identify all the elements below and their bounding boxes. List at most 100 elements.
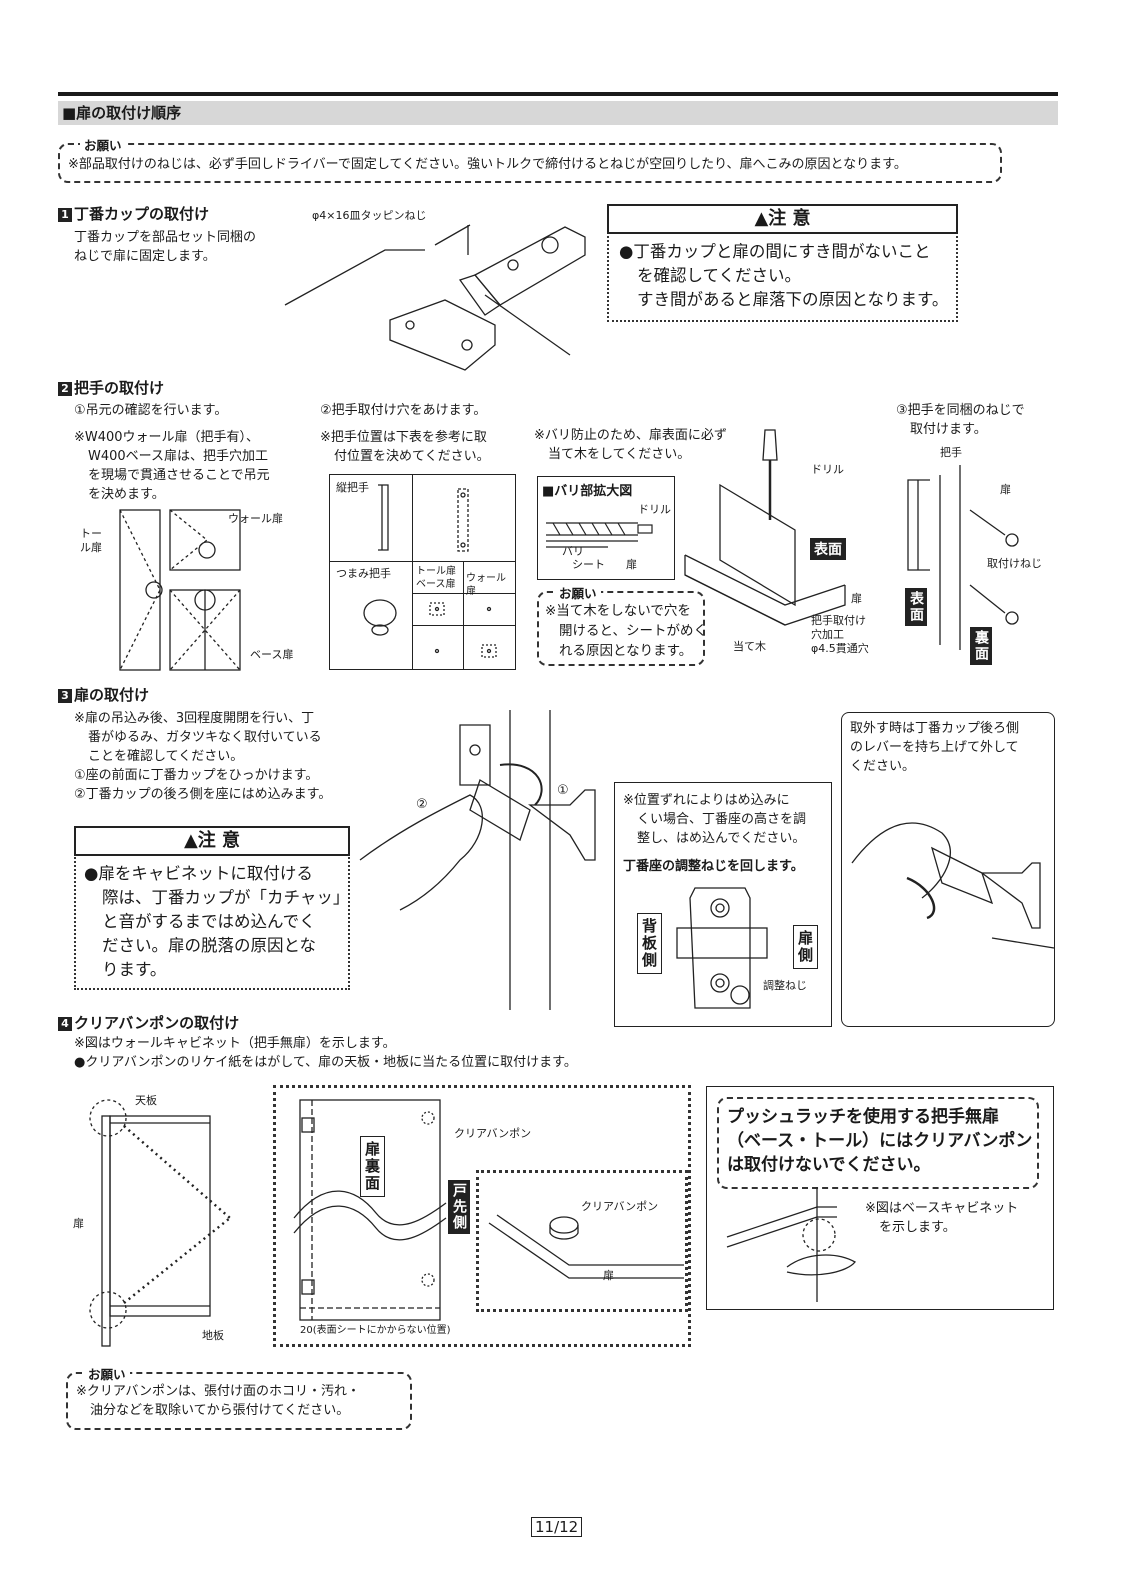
text-line: 取付けます。	[910, 422, 987, 437]
text-line: のレバーを持ち上げて外して	[850, 740, 1019, 755]
screw-label: φ4×16皿タッピンねじ	[312, 209, 427, 222]
caution-header: ▲注 意	[607, 204, 958, 234]
caution-header: ▲注 意	[74, 826, 350, 856]
door-back-label: 扉裏面	[360, 1136, 385, 1197]
text-line: を決めます。	[88, 487, 165, 502]
warning-line: （ベース・トール）にはクリアバンポン	[727, 1131, 1033, 1151]
handle-position-table: 縦把手 つまみ把手 トール扉 ベース扉 ウォール扉	[329, 474, 516, 670]
notice-line: 開けると、シートがめく	[559, 623, 707, 639]
step1-title: 丁番カップの取付け	[74, 205, 210, 223]
step2-number: 2	[58, 382, 72, 396]
notice-line: ※当て木をしないで穴を	[545, 603, 691, 619]
notice-box-top: お願い ※部品取付けのねじは、必ず手回しドライバーで固定してください。強いトルク…	[58, 135, 1002, 183]
hinge-cup-illustration	[284, 224, 586, 371]
text-line: ことを確認してください。	[88, 749, 244, 764]
hole-line: 把手取付け	[811, 614, 866, 627]
step2-col2-text: ②把手取付け穴をあけます。 ※把手位置は下表を参考に取 付位置を決めてください。	[320, 401, 490, 466]
step4-notice-box: お願い ※クリアバンポンは、張付け面のホコリ・汚れ・ 油分などを取除いてから張付…	[66, 1364, 412, 1430]
handle-label: 把手	[940, 446, 962, 459]
top-rule	[58, 92, 1058, 96]
step4-number: 4	[58, 1017, 72, 1031]
push-latch-warning: プッシュラッチを使用する把手無扉 （ベース・トール）にはクリアバンポン は取付け…	[717, 1097, 1039, 1189]
page-number: 11/12	[531, 1517, 583, 1537]
step1-desc-line: ねじで扉に固定します。	[74, 249, 216, 264]
hole-label: 把手取付け 穴加工 φ4.5貫通穴	[811, 614, 869, 656]
base-label: ベース扉	[416, 579, 456, 590]
wall-cabinet-side-drawing	[89, 1099, 231, 1347]
text-line: を現場で貫通させることで吊元	[88, 468, 270, 483]
door-label: 扉	[851, 592, 862, 605]
text-line: ※図はウォールキャビネット（把手無扉）を示します。	[74, 1036, 396, 1051]
caution-line: ●扉をキャビネットに取付ける	[84, 864, 313, 883]
caution-title: 注 意	[768, 208, 811, 229]
step1-description: 丁番カップを部品セット同梱の ねじで扉に固定します。	[74, 228, 256, 266]
step3-text: ※扉の吊込み後、3回程度開閉を行い、丁 番がゆるみ、ガタツキなく取付いている こ…	[74, 709, 331, 804]
burr-drill-label: ドリル	[638, 503, 671, 516]
burr-closeup-title: ■バリ部拡大図	[542, 484, 633, 499]
caution-line: ります。	[102, 960, 167, 979]
tall-base-label: トール扉 ベース扉	[416, 565, 456, 591]
text-line: ②丁番カップの後ろ側を座にはめ込みます。	[74, 787, 332, 802]
notice-label: お願い	[84, 1364, 130, 1383]
text-line: W400ベース扉は、把手穴加工	[88, 449, 269, 464]
door-label: 扉	[1000, 483, 1011, 496]
step2-col1-text: ①吊元の確認を行います。 ※W400ウォール扉（把手有）、 W400ベース扉は、…	[74, 401, 270, 504]
hole-line: 穴加工	[811, 628, 844, 641]
hole-line: φ4.5貫通穴	[811, 642, 869, 655]
wall-door-label: ウォール扉	[228, 512, 283, 525]
block-label: 当て木	[733, 640, 766, 653]
text-line: ②把手取付け穴をあけます。	[320, 403, 487, 418]
caution-line: を確認してください。	[637, 266, 802, 285]
wall-label: ウォール扉	[466, 573, 506, 597]
knob-label: つまみ把手	[336, 567, 391, 580]
step2-col3-text: ※バリ防止のため、扉表面に必ず 当て木をしてください。	[534, 426, 727, 464]
text-line: ※バリ防止のため、扉表面に必ず	[534, 428, 727, 443]
step2-col5-text: ③把手を同梱のねじで 取付けます。	[896, 401, 1025, 439]
step2-notice-box: お願い ※当て木をしないで穴を 開けると、シートがめく れる原因となります。	[537, 583, 707, 666]
vertical-handle-label: 縦把手	[336, 481, 369, 494]
text-line: 番がゆるみ、ガタツキなく取付いている	[88, 730, 322, 745]
adjust-screw-label: 調整ねじ	[763, 979, 807, 992]
step4-text: ※図はウォールキャビネット（把手無扉）を示します。 ●クリアバンポンのリケイ紙を…	[74, 1034, 577, 1072]
bottom-board-label: 地板	[202, 1329, 224, 1342]
drill-label: ドリル	[811, 463, 844, 476]
text-line: くい場合、丁番座の高さを調	[637, 812, 807, 827]
notice-label: お願い	[555, 583, 601, 602]
text-line: 整し、はめ込んでください。	[637, 831, 806, 846]
burr-closeup-drawing	[546, 522, 653, 548]
notice-label: お願い	[80, 135, 126, 154]
text-line: ③把手を同梱のねじで	[896, 403, 1025, 418]
caution-line: ださい。扉の脱落の原因とな	[102, 936, 317, 955]
bumpon-closeup: クリアバンポン 扉	[476, 1170, 688, 1312]
caution-line: すき間があると扉落下の原因となります。	[637, 290, 949, 309]
note-line: ※図はベースキャビネット	[865, 1201, 1019, 1216]
warning-icon: ▲	[754, 208, 769, 229]
text-line: ください。	[850, 759, 916, 774]
caution-line: 際は、丁番カップが「カチャッ」	[102, 888, 350, 907]
door-side-label: 扉側	[793, 925, 818, 969]
adjust-screw-box: ※位置ずれによりはめ込みに くい場合、丁番座の高さを調 整し、はめ込んでください…	[614, 782, 832, 1027]
text-line: ①座の前面に丁番カップをひっかけます。	[74, 768, 319, 783]
base-door-label: ベース扉	[250, 648, 294, 661]
bumpon-label: クリアバンポン	[454, 1127, 532, 1140]
push-latch-warning-box: プッシュラッチを使用する把手無扉 （ベース・トール）にはクリアバンポン は取付け…	[706, 1086, 1054, 1310]
step3-caution-box: ▲注 意 ●扉をキャビネットに取付ける 際は、丁番カップが「カチャッ」 と音がす…	[74, 826, 350, 990]
door-back-closeup: 扉裏面 戸先側 クリアバンポン 20(表面シートにかからない位置) クリアバンポ…	[273, 1085, 691, 1347]
front-tag: 表面	[905, 588, 927, 626]
step1-desc-line: 丁番カップを部品セット同梱の	[74, 230, 257, 245]
bumpon-label-2: クリアバンポン	[581, 1200, 659, 1213]
handle-table-icons	[363, 484, 497, 658]
push-latch-note: ※図はベースキャビネット を示します。	[865, 1199, 1018, 1237]
step3-title: 扉の取付け	[74, 686, 150, 704]
removal-illustration	[851, 822, 1055, 949]
door-tip-label: 戸先側	[448, 1180, 470, 1234]
adjust-instruction: 丁番座の調整ねじを回します。	[623, 859, 804, 874]
front-tag: 表面	[810, 538, 846, 560]
caution-title: 注 意	[197, 830, 241, 851]
screw-label: 取付けねじ	[987, 557, 1042, 570]
back-panel-side-label: 背板側	[637, 913, 662, 974]
